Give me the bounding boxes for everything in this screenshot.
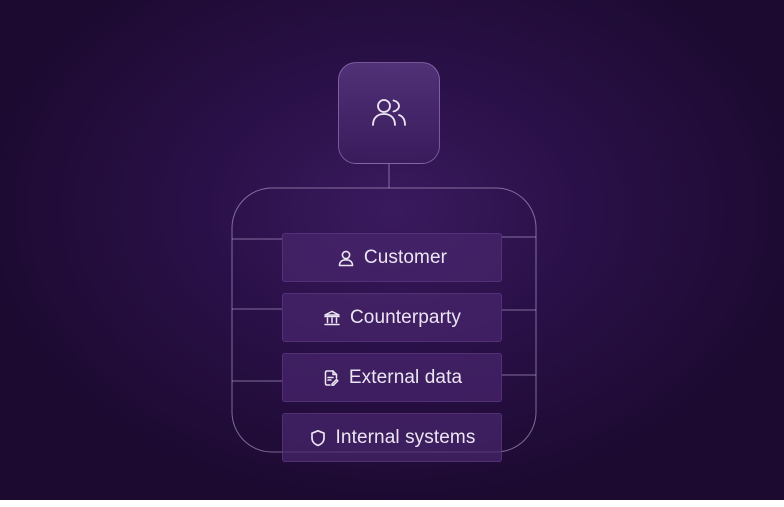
- item-label: Internal systems: [335, 426, 476, 448]
- item-label: Customer: [363, 246, 448, 268]
- item-label: Counterparty: [349, 306, 462, 328]
- item-external-data: External data: [282, 353, 502, 402]
- users-icon: [372, 99, 406, 126]
- item-customer: Customer: [282, 233, 502, 282]
- document-icon: [322, 369, 340, 387]
- shield-icon: [309, 429, 327, 447]
- bank-icon: [323, 309, 341, 327]
- item-internal-systems: Internal systems: [282, 413, 502, 462]
- user-icon: [337, 249, 355, 267]
- item-counterparty: Counterparty: [282, 293, 502, 342]
- hub-node: [338, 62, 440, 164]
- item-label: External data: [348, 366, 463, 388]
